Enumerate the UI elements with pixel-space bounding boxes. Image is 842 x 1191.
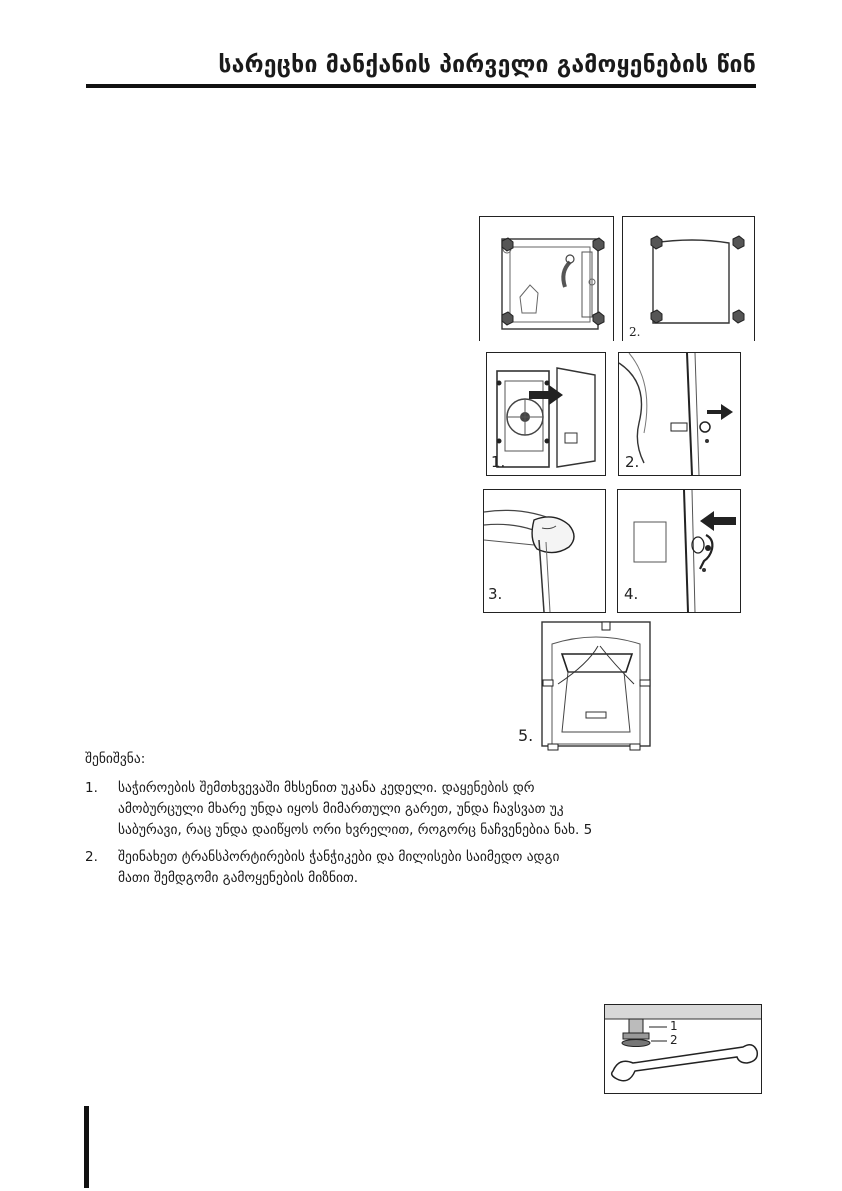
bolt-icon xyxy=(592,311,605,326)
note-line: მათი შემდგომი გამოყენების მიზნით. xyxy=(118,870,359,886)
bolt-icon xyxy=(650,309,663,324)
step-2-drawing xyxy=(619,353,733,475)
note-line: საბურავი, რაც უნდა დაიწყოს ორი ხვრელით, … xyxy=(118,822,593,838)
wrench-icon xyxy=(610,1044,759,1082)
bolt-icon xyxy=(592,237,605,252)
callout-number: 1 xyxy=(670,1019,678,1033)
figure-foot-adjustment: 1 2 xyxy=(604,1004,762,1094)
figure-number: 3. xyxy=(488,585,503,603)
note-line: საჭიროების შემთხვევაში მხსენით უკანა კედ… xyxy=(118,780,535,796)
bolt-icon xyxy=(650,235,663,250)
foot-adjustment-drawing xyxy=(605,1005,761,1082)
figure-step-1: 1. xyxy=(486,352,606,476)
page-title: სარეცხი მანქანის პირველი გამოყენების წინ xyxy=(218,52,756,78)
margin-bar xyxy=(84,1106,89,1188)
bolt-icon xyxy=(732,235,745,250)
step-3-drawing xyxy=(484,509,575,612)
note-line: შეინახეთ ტრანსპორტირების ჭანჭიკები და მი… xyxy=(118,849,560,865)
figure-step-5: 5. xyxy=(518,620,658,752)
note-number: 1. xyxy=(85,780,98,796)
bolt-icon xyxy=(501,311,514,326)
figure-number: 2. xyxy=(625,453,640,471)
figure-step-4: 4. xyxy=(617,489,741,613)
step-1-drawing xyxy=(496,367,596,468)
figure-number: 5. xyxy=(518,726,534,745)
bolt-icon xyxy=(732,309,745,324)
arrow-right-icon xyxy=(707,404,733,420)
arrow-left-icon xyxy=(700,511,736,531)
note-line: ამობურცული მხარე უნდა იყოს მიმართული გარ… xyxy=(118,801,564,817)
figure-back-panel-inside xyxy=(479,216,614,341)
figure-number: 2. xyxy=(629,325,641,339)
figure-step-2: 2. xyxy=(618,352,741,476)
back-panel-closed-drawing xyxy=(650,235,745,324)
note-label: შენიშვნა: xyxy=(85,751,146,767)
figure-step-3: 3. xyxy=(483,489,606,613)
step-5-drawing xyxy=(541,621,651,751)
note-text: შეინახეთ ტრანსპორტირების ჭანჭიკები და მი… xyxy=(118,847,608,889)
figure-number: 4. xyxy=(624,585,639,603)
step-4-drawing xyxy=(633,490,736,612)
note-text: საჭიროების შემთხვევაში მხსენით უკანა კედ… xyxy=(118,778,608,841)
figure-number: 1. xyxy=(491,453,506,471)
back-panel-inside-drawing xyxy=(501,237,605,330)
bolt-icon xyxy=(501,237,514,252)
callout-number: 2 xyxy=(670,1033,678,1047)
title-underline xyxy=(86,84,756,88)
arrow-right-icon xyxy=(529,385,563,405)
note-number: 2. xyxy=(85,849,98,865)
figure-back-panel-closed: 2. xyxy=(622,216,755,341)
